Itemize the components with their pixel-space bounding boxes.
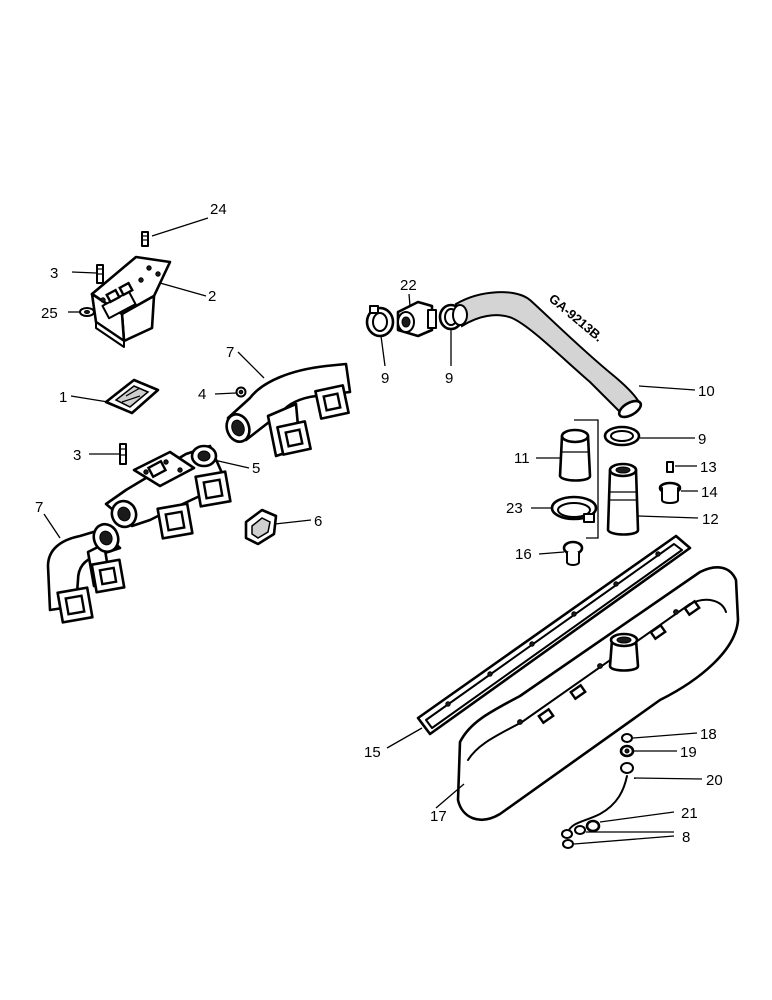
- callout-17: 17: [430, 808, 447, 825]
- callout-9-left: 9: [381, 370, 389, 387]
- part-9-clamp-left: [365, 305, 395, 338]
- part-9-clamp-right: [603, 425, 641, 447]
- part-8-nut: [562, 839, 574, 849]
- part-22-stud: [141, 231, 149, 247]
- callout-23: 22: [400, 277, 417, 294]
- callout-7-lower: 7: [35, 499, 43, 516]
- part-16-plug: [562, 540, 584, 566]
- part-11-sleeve: [558, 428, 592, 482]
- part-7-elbow-lower: [46, 522, 126, 624]
- callout-3-lower: 3: [73, 447, 81, 464]
- callout-11: 11: [514, 450, 530, 467]
- part-5-center-manifold: [104, 444, 232, 540]
- callout-4: 4: [198, 386, 206, 403]
- part-17-cooled-manifold: [456, 566, 740, 821]
- callout-15: 15: [364, 744, 381, 761]
- part-3-stud-lower: [119, 443, 127, 465]
- part-6-port-gasket: [244, 508, 278, 546]
- assembly-bracket: [574, 419, 599, 539]
- part-10-hose: [452, 291, 643, 419]
- callout-10: 10: [698, 383, 715, 400]
- callout-25: 25: [41, 305, 58, 322]
- part-15-long-gasket: [416, 534, 692, 736]
- part-23-adapter: [396, 300, 437, 338]
- part-21-fitting: [574, 819, 601, 835]
- callout-6: 6: [314, 513, 322, 530]
- part-18-washer: [621, 733, 633, 743]
- part-25-washer: [79, 307, 95, 317]
- callout-21: 21: [681, 805, 698, 822]
- part-4-nut: [235, 386, 247, 398]
- callout-9-right: 9: [698, 431, 706, 448]
- part-13-screw: [666, 461, 674, 473]
- part-20-drain-line: [561, 762, 634, 839]
- callout-20: 20: [706, 772, 723, 789]
- part-7-elbow-upper: [225, 362, 352, 458]
- part-3-stud-upper: [96, 264, 104, 284]
- callout-14: 14: [701, 484, 718, 501]
- callout-7-upper: 7: [226, 344, 234, 361]
- callout-2: 2: [208, 288, 216, 305]
- callout-13: 13: [700, 459, 717, 476]
- callout-24: 23: [506, 500, 523, 517]
- callout-18: 18: [700, 726, 717, 743]
- callout-8: 8: [682, 829, 690, 846]
- callout-5: 5: [252, 460, 260, 477]
- callout-12: 12: [702, 511, 719, 528]
- part-19-fitting: [619, 744, 635, 758]
- part-14-plug: [658, 481, 682, 504]
- part-2-adapter: [90, 255, 172, 348]
- leader-lines: [43, 217, 703, 845]
- part-12-tube: [606, 462, 640, 536]
- callout-9-middle: 9: [445, 370, 453, 387]
- part-1-gasket: [104, 378, 160, 415]
- callout-22: 24: [210, 201, 227, 218]
- callout-1: 1: [59, 389, 67, 406]
- callout-19: 19: [680, 744, 697, 761]
- callout-16: 16: [515, 546, 532, 563]
- callout-3-upper: 3: [50, 265, 58, 282]
- part-24-clamp: [550, 495, 598, 523]
